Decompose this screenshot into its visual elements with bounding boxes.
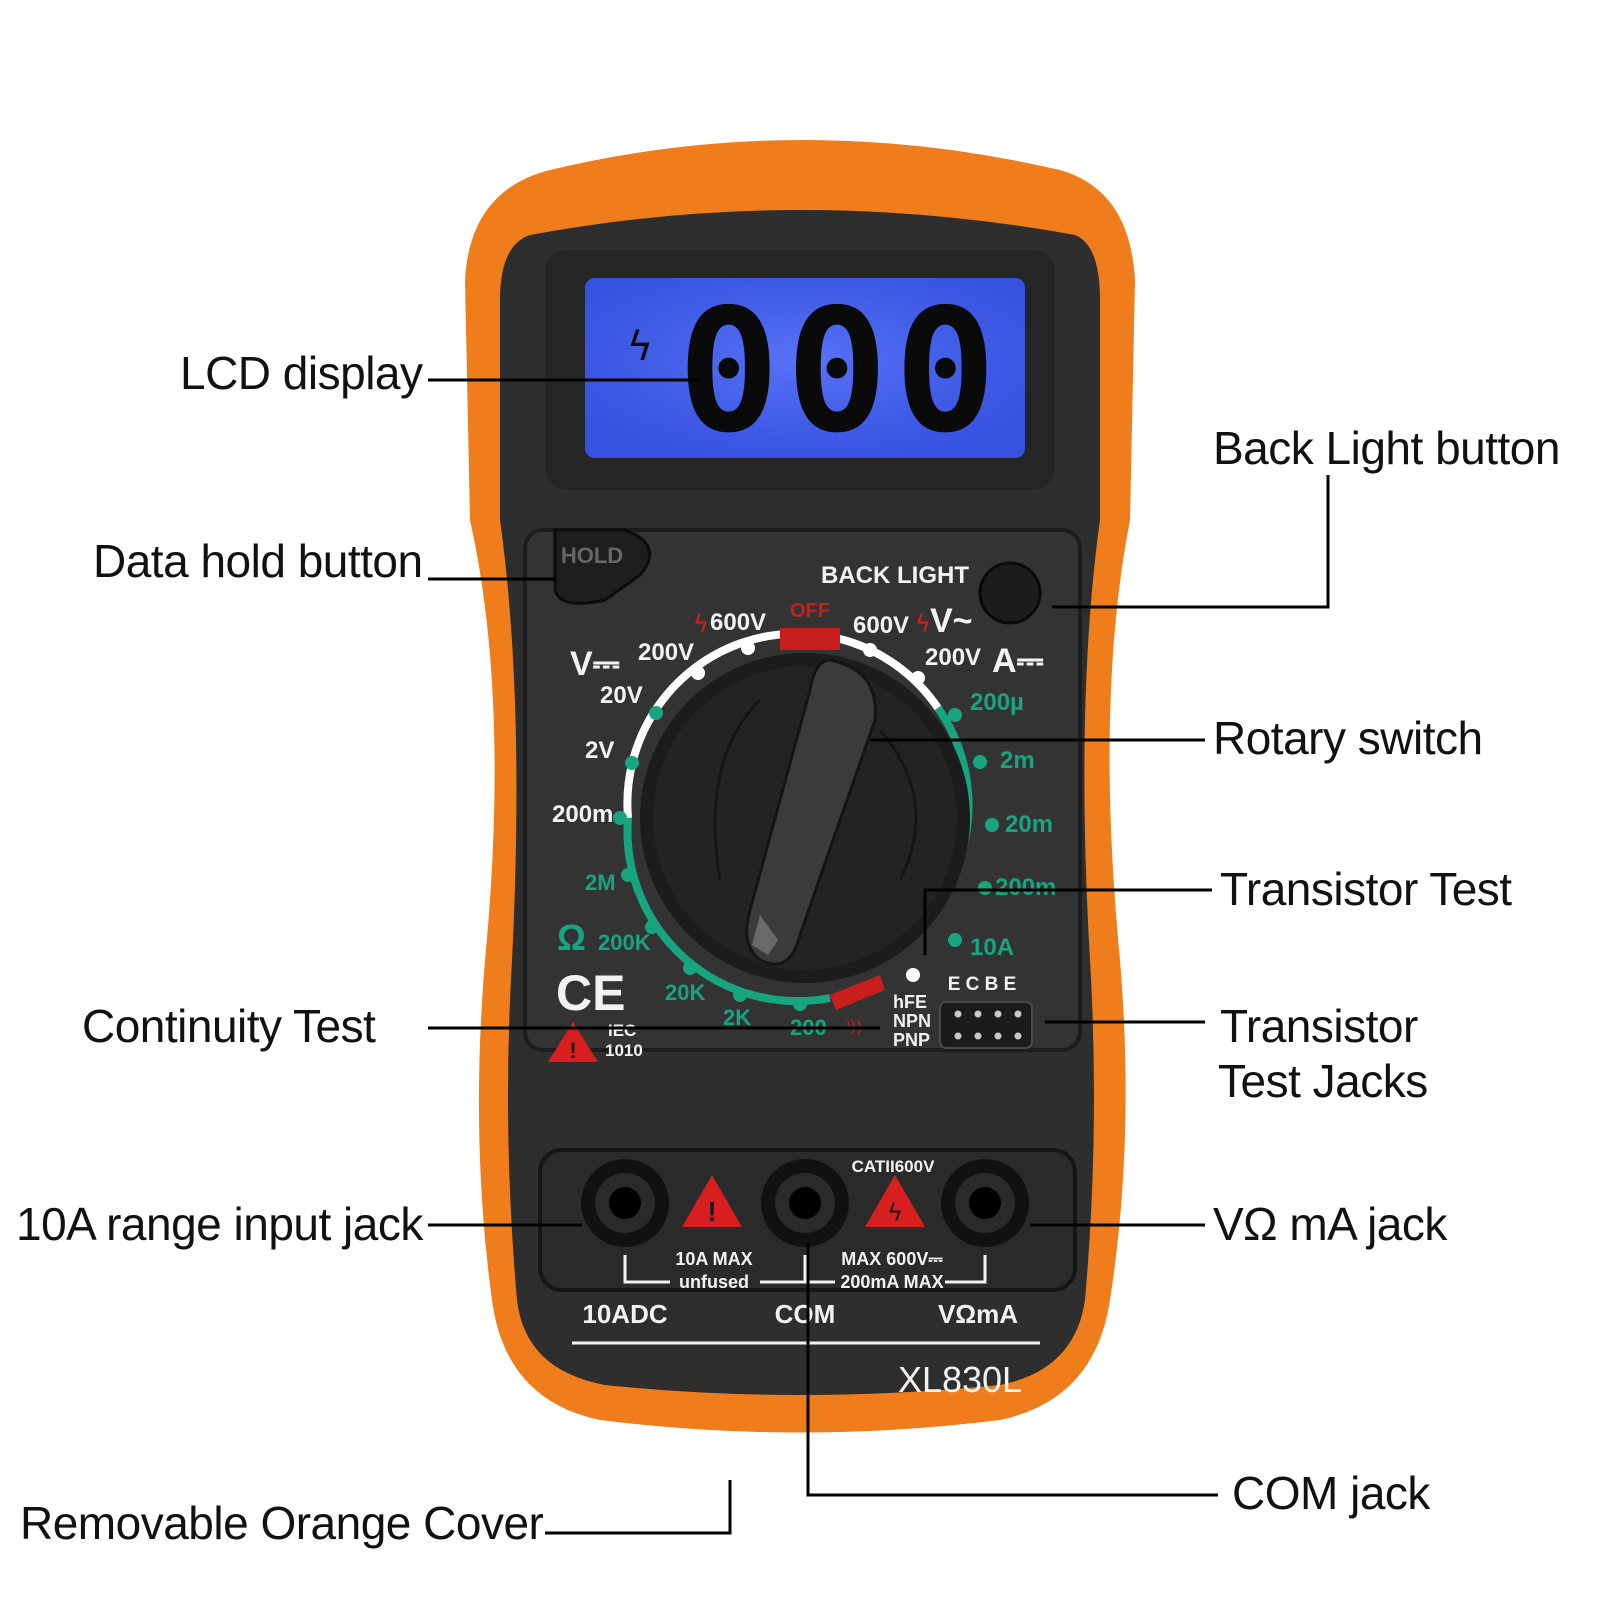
jack-com[interactable]: [761, 1159, 849, 1247]
callout-removable-orange-cover: Removable Orange Cover: [20, 1500, 543, 1546]
dcv-200m: 200m: [552, 801, 613, 828]
ohm-2m: 2M: [585, 870, 616, 895]
left-warning-line2: unfused: [679, 1272, 749, 1292]
hfe-npn: NPN: [893, 1011, 931, 1031]
transistor-test-socket[interactable]: [940, 1002, 1032, 1048]
iec-line1: IEC: [608, 1021, 636, 1040]
callout-lcd-display: LCD display: [180, 350, 423, 396]
dca-200u: 200µ: [970, 689, 1024, 716]
right-warning-line2: 200mA MAX: [840, 1272, 943, 1292]
ohm-20k: 20K: [665, 980, 705, 1005]
jack-label-10adc: 10ADC: [582, 1299, 667, 1329]
left-warning-line1: 10A MAX: [675, 1249, 752, 1269]
svg-text:ϟ: ϟ: [915, 610, 931, 638]
dcv-2v: 2V: [585, 737, 614, 764]
jack-labels: 10ADC COM VΩmA: [582, 1299, 1018, 1329]
dca-symbol: A⎓: [992, 642, 1044, 680]
svg-text:ϟ: ϟ: [693, 610, 709, 638]
ohm-200k: 200K: [598, 930, 651, 955]
svg-text:!: !: [569, 1038, 576, 1063]
dca-2m: 2m: [1000, 747, 1035, 774]
hold-label: HOLD: [561, 543, 623, 568]
jack-label-vohm-ma: VΩmA: [938, 1299, 1018, 1329]
callout-transistor-test: Transistor Test: [1220, 866, 1512, 912]
hfe-label: hFE: [893, 992, 927, 1012]
dcv-symbol: V⎓: [570, 645, 620, 683]
off-position: [780, 628, 840, 650]
svg-text:!: !: [707, 1196, 716, 1227]
backlight-label: BACK LIGHT: [821, 562, 969, 589]
callout-data-hold-button: Data hold button: [93, 538, 423, 584]
acv-600v: 600V: [853, 612, 909, 639]
callout-rotary-switch: Rotary switch: [1213, 715, 1483, 761]
dca-200m: 200m: [995, 874, 1056, 901]
callout-transistor-test-jacks-line2: Test Jacks: [1218, 1058, 1428, 1104]
hfe-labels: hFE NPN PNP: [893, 992, 931, 1050]
hfe-pnp: PNP: [893, 1030, 930, 1050]
lcd-symbol: ϟ: [627, 324, 653, 370]
jack-label-com: COM: [775, 1299, 836, 1329]
callout-10a-range-input-jack: 10A range input jack: [16, 1201, 423, 1247]
iec-line2: 1010: [605, 1041, 643, 1060]
backlight-button[interactable]: [980, 563, 1040, 623]
right-warning-line1: MAX 600V⎓: [841, 1249, 943, 1269]
transistor-socket-label: E C B E: [948, 974, 1017, 995]
dca-10a: 10A: [970, 934, 1014, 961]
callout-com-jack: COM jack: [1232, 1470, 1430, 1516]
dcv-600v: 600V: [710, 609, 766, 636]
model-label: XL830L: [898, 1359, 1022, 1400]
jack-10a[interactable]: [581, 1159, 669, 1247]
acv-200v: 200V: [925, 644, 981, 671]
dcv-20v: 20V: [600, 682, 643, 709]
cat-rating: CATII600V: [852, 1157, 935, 1176]
callout-transistor-test-jacks-line1: Transistor: [1220, 1003, 1418, 1049]
lcd-reading: 000: [677, 273, 1002, 471]
acv-symbol: V~: [930, 602, 973, 640]
ohm-2k: 2K: [723, 1005, 751, 1030]
off-label: OFF: [790, 600, 830, 622]
callout-vohm-ma-jack: VΩ mA jack: [1213, 1201, 1447, 1247]
jack-vohm-ma[interactable]: [941, 1159, 1029, 1247]
svg-text:ϟ: ϟ: [887, 1199, 903, 1227]
ohm-symbol: Ω: [557, 917, 586, 958]
callout-continuity-test: Continuity Test: [82, 1003, 375, 1049]
dca-20m: 20m: [1005, 811, 1053, 838]
dcv-200v: 200V: [638, 639, 694, 666]
callout-back-light-button: Back Light button: [1213, 425, 1560, 471]
ce-mark: CE: [556, 965, 625, 1021]
